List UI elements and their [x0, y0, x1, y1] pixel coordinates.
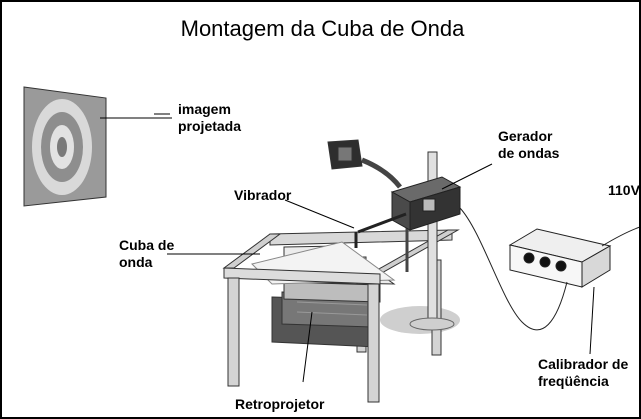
- frequency-calibrator-box: [508, 228, 612, 288]
- leader-lines: [100, 113, 595, 383]
- label-retroprojetor: Retroprojetor: [235, 396, 325, 412]
- label-cuba-line2: onda: [119, 254, 153, 270]
- label-calibrador-line1: Calibrador de: [538, 356, 629, 372]
- label-gerador-line2: de ondas: [498, 145, 560, 161]
- front-left-leg: [227, 277, 240, 387]
- label-imagem-projetada: imagem projetada: [178, 101, 241, 135]
- wave-generator-box: [390, 176, 462, 231]
- vibrator-arm: [357, 212, 407, 234]
- label-cuba-line1: Cuba de: [119, 237, 175, 253]
- wires: [459, 207, 639, 331]
- label-calibrador-de-frequencia: Calibrador de freqüência: [538, 356, 628, 390]
- label-imagem-line2: projetada: [178, 118, 242, 134]
- front-rail: [223, 267, 381, 285]
- label-cuba-de-onda: Cuba de onda: [119, 237, 174, 271]
- front-right-leg: [367, 283, 380, 403]
- label-gerador-line1: Gerador: [498, 128, 553, 144]
- label-voltage: 110V: [608, 182, 640, 198]
- label-calibrador-line2: freqüência: [538, 373, 609, 389]
- projected-image: [23, 86, 107, 207]
- label-gerador-de-ondas: Gerador de ondas: [498, 128, 559, 162]
- stand-pole: [427, 151, 438, 328]
- stand-base: [409, 317, 455, 331]
- label-imagem-line1: imagem: [178, 101, 231, 117]
- diagram-title: Montagem da Cuba de Onda: [180, 16, 465, 41]
- label-vibrador: Vibrador: [234, 187, 292, 203]
